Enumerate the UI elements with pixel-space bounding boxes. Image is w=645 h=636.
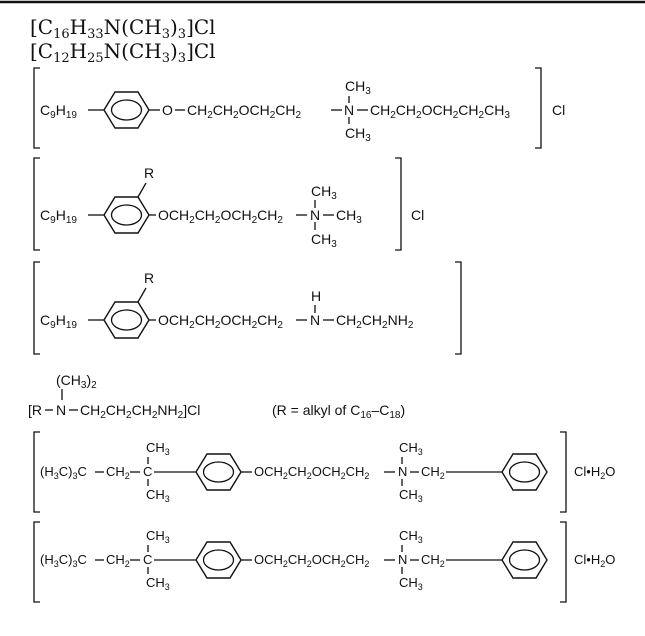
svg-text:CH3: CH3 [146, 487, 170, 504]
svg-text:Cl: Cl [552, 102, 565, 118]
svg-text:CH2: CH2 [106, 552, 130, 569]
svg-text:(R = alkyl of C16–C18): (R = alkyl of C16–C18) [272, 402, 405, 421]
svg-text:N: N [310, 312, 320, 328]
structure-1: C9H19 O CH2CH2OCH2CH2 N CH3 CH3 CH2CH2OC… [33, 67, 565, 149]
svg-text:OCH2CH2OCH2CH2: OCH2CH2OCH2CH2 [254, 464, 369, 481]
svg-text:CH2CH2OCH2CH2: CH2CH2OCH2CH2 [187, 102, 302, 121]
svg-text:CH3: CH3 [345, 78, 371, 97]
svg-text:CH2: CH2 [421, 464, 445, 481]
svg-text:Cl•H2O: Cl•H2O [574, 552, 615, 569]
svg-text:CH3: CH3 [311, 231, 337, 250]
svg-text:H: H [311, 288, 321, 304]
svg-text:C9H19: C9H19 [40, 207, 77, 226]
svg-text:Cl•H2O: Cl•H2O [574, 464, 615, 481]
svg-text:N: N [310, 207, 320, 223]
svg-text:N: N [398, 552, 407, 567]
svg-text:C: C [143, 464, 152, 479]
svg-text:[R: [R [28, 402, 42, 418]
svg-text:R: R [144, 165, 154, 181]
structure-4: (CH3)2 [R N CH2CH2CH2NH2]Cl (R = alkyl o… [28, 372, 405, 421]
svg-text:CH3: CH3 [345, 125, 371, 144]
formula-2: [C12H25N(CH3)3]Cl [30, 39, 216, 66]
svg-text:CH3: CH3 [399, 440, 423, 457]
svg-text:CH2CH2CH2NH2]Cl: CH2CH2CH2NH2]Cl [80, 402, 200, 421]
svg-text:(CH3)2: (CH3)2 [56, 372, 97, 391]
svg-text:(H3C)3C: (H3C)3C [40, 552, 87, 569]
svg-text:C: C [143, 552, 152, 567]
svg-text:OCH2CH2OCH2CH2: OCH2CH2OCH2CH2 [158, 312, 283, 331]
svg-text:OCH2CH2OCH2CH2: OCH2CH2OCH2CH2 [158, 207, 283, 226]
svg-text:CH3: CH3 [399, 575, 423, 592]
svg-text:CH2: CH2 [421, 552, 445, 569]
svg-text:N: N [56, 402, 66, 418]
svg-text:CH2: CH2 [106, 464, 130, 481]
structure-3: C9H19 R OCH2CH2OCH2CH2 N H CH2CH2NH2 [33, 261, 462, 355]
structure-6: (H3C)3C CH2 C CH3 CH3 OCH2CH2OCH2CH2 N C… [33, 521, 615, 603]
svg-text:C9H19: C9H19 [40, 312, 77, 331]
svg-text:R: R [144, 270, 154, 286]
structure-5: (H3C)3C CH2 C CH3 CH3 OCH2CH2OCH2CH2 N C… [33, 431, 615, 513]
structure-2: C9H19 R OCH2CH2OCH2CH2 N CH3 CH3 CH3 Cl [33, 157, 424, 251]
svg-text:CH3: CH3 [146, 528, 170, 545]
svg-text:CH3: CH3 [311, 183, 337, 202]
svg-text:CH2CH2NH2: CH2CH2NH2 [336, 312, 414, 331]
svg-text:CH3: CH3 [146, 440, 170, 457]
svg-text:N: N [344, 102, 354, 118]
svg-text:(H3C)3C: (H3C)3C [40, 464, 87, 481]
svg-text:OCH2CH2OCH2CH2: OCH2CH2OCH2CH2 [254, 552, 369, 569]
svg-text:CH2CH2OCH2CH2CH3: CH2CH2OCH2CH2CH3 [370, 102, 510, 121]
formula-1: [C16H33N(CH3)3]Cl [30, 15, 216, 42]
svg-text:N: N [398, 464, 407, 479]
svg-text:CH3: CH3 [336, 207, 362, 226]
svg-text:CH3: CH3 [399, 528, 423, 545]
svg-text:C9H19: C9H19 [40, 102, 77, 121]
svg-text:CH3: CH3 [146, 575, 170, 592]
svg-text:Cl: Cl [411, 207, 424, 223]
svg-text:CH3: CH3 [399, 487, 423, 504]
svg-text:O: O [162, 102, 173, 118]
